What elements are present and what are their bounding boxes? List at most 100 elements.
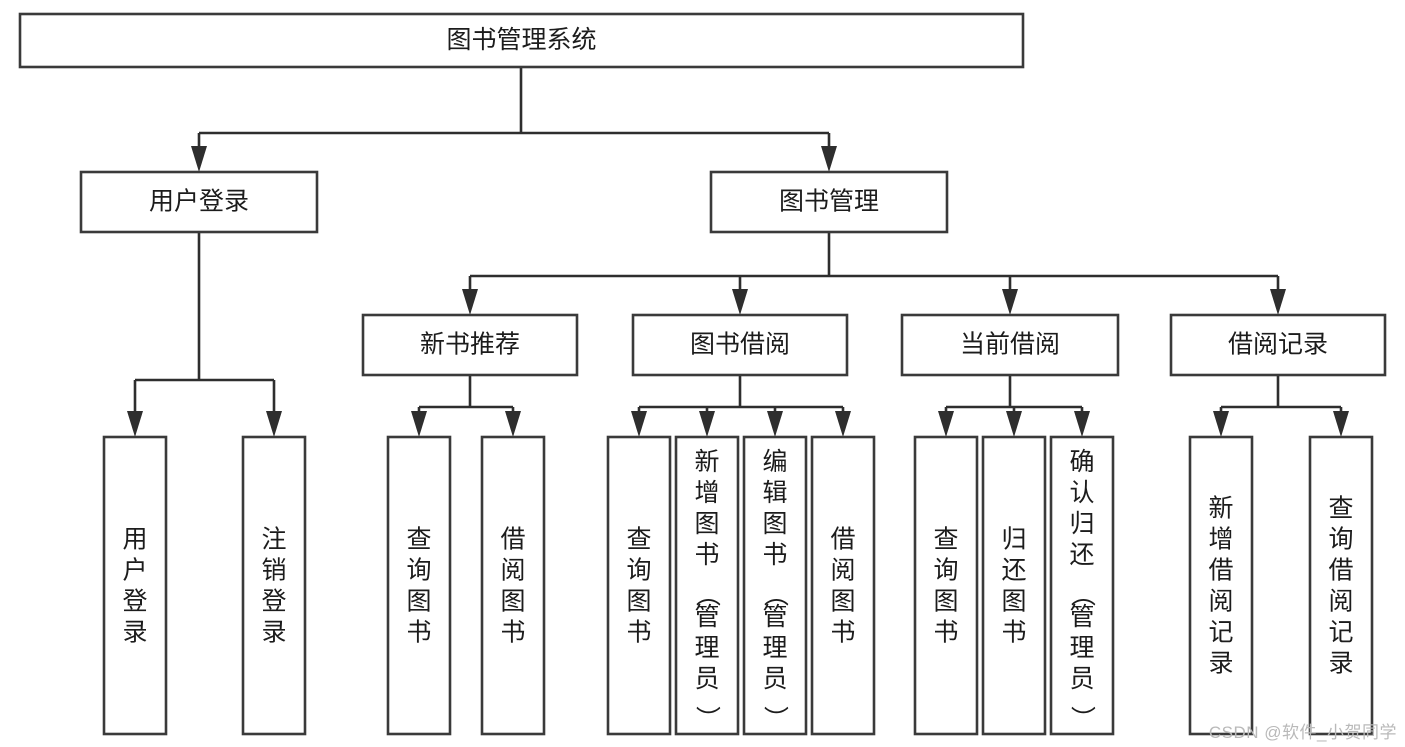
- leaf-book-borrow-group-3-label-char: 书: [830, 619, 855, 647]
- node-level3-1[interactable]: 图书借阅: [631, 313, 849, 377]
- leaf-borrow-record-group-0-label-char: 录: [1208, 650, 1233, 678]
- leaf-borrow-record-group-1-rect[interactable]: [1308, 435, 1374, 736]
- node-level3-2-rect[interactable]: [900, 313, 1120, 377]
- leaf-current-borrow-group-1-label-char: 归: [1001, 526, 1026, 554]
- leaf-book-borrow-group-3-label-char: 图: [830, 588, 855, 616]
- leaf-current-borrow-group-2-label-char: 认: [1069, 479, 1094, 507]
- node-root[interactable]: 图书管理系统: [18, 12, 1025, 69]
- leaf-new-book-group-0-label-char: 书: [406, 619, 431, 647]
- leaf-current-borrow-group-1-label-char: 书: [1001, 619, 1026, 647]
- leaf-book-borrow-group-3-label-char: 借: [830, 526, 855, 554]
- leaf-new-book-group-0-label-char: 查: [406, 526, 431, 554]
- leaf-book-borrow-group-0-rect[interactable]: [606, 435, 672, 736]
- leaf-new-book-group-1-label-char: 书: [500, 619, 525, 647]
- leaf-user-login-group-0-label-char: 用: [122, 526, 147, 554]
- node-level3-3-label: 借阅记录: [1228, 331, 1328, 359]
- leaf-user-login-group-0-label-char: 录: [122, 619, 147, 647]
- arrow-head-icon: [835, 411, 851, 437]
- arrow-head-icon: [1074, 411, 1090, 437]
- leaf-book-borrow-group-2-rect[interactable]: [742, 435, 808, 736]
- leaf-current-borrow-group-0-label-char: 询: [933, 557, 958, 585]
- leaf-user-login-group-1-rect[interactable]: [241, 435, 307, 736]
- arrow-head-icon: [767, 411, 783, 437]
- node-level3-0-rect[interactable]: [361, 313, 579, 377]
- leaf-book-borrow-group-0-label-char: 查: [626, 526, 651, 554]
- leaf-user-login-group-1-label-char: 销: [261, 557, 286, 585]
- node-level2-1[interactable]: 图书管理: [709, 170, 949, 234]
- node-level3-1-rect[interactable]: [631, 313, 849, 377]
- arrow-head-icon: [699, 411, 715, 437]
- arrow-head-icon: [1002, 289, 1018, 315]
- node-level3-0[interactable]: 新书推荐: [361, 313, 579, 377]
- leaf-book-borrow-group-3-rect[interactable]: [810, 435, 876, 736]
- leaf-borrow-record-group-1-label-char: 录: [1328, 650, 1353, 678]
- leaf-book-borrow-group-3-label-char: 阅: [830, 557, 855, 585]
- node-level3-3-rect[interactable]: [1169, 313, 1387, 377]
- leaf-current-borrow-group-2-label-char: 员: [1069, 665, 1094, 693]
- leaf-new-book-group-0-rect[interactable]: [386, 435, 452, 736]
- leaf-current-borrow-group-0-rect[interactable]: [913, 435, 979, 736]
- arrow-head-icon: [411, 411, 427, 437]
- leaf-borrow-record-group-1-label-char: 阅: [1328, 588, 1353, 616]
- node-level3-2[interactable]: 当前借阅: [900, 313, 1120, 377]
- leaf-book-borrow-group-2-label-char: 理: [762, 634, 787, 662]
- leaf-current-borrow-group-0-label-char: 图: [933, 588, 958, 616]
- arrow-head-icon: [821, 146, 837, 172]
- arrow-head-icon: [1333, 411, 1349, 437]
- leaf-new-book-group-1-rect[interactable]: [480, 435, 546, 736]
- leaf-current-borrow-group-2-label-char: 归: [1069, 510, 1094, 538]
- leaf-new-book-group-0-label-char: 询: [406, 557, 431, 585]
- leaf-user-login-group-0[interactable]: 用户登录: [102, 435, 168, 736]
- leaf-book-borrow-group-0-label-char: 图: [626, 588, 651, 616]
- leaf-borrow-record-group-0-label-char: 记: [1208, 619, 1233, 647]
- connector-layer: [127, 67, 1349, 437]
- leaf-current-borrow-group-2-label-char: 理: [1069, 634, 1094, 662]
- leaf-book-borrow-group-1-label-char: 图: [694, 510, 719, 538]
- leaf-book-borrow-group-1-label-char: 增: [694, 479, 719, 507]
- leaf-current-borrow-group-0-label-char: 查: [933, 526, 958, 554]
- node-level3-3[interactable]: 借阅记录: [1169, 313, 1387, 377]
- leaf-current-borrow-group-1-rect[interactable]: [981, 435, 1047, 736]
- node-level2-0-label: 用户登录: [149, 188, 249, 216]
- leaf-current-borrow-group-2-rect[interactable]: [1049, 435, 1115, 736]
- leaf-user-login-group-1-label-char: 登: [261, 588, 286, 616]
- node-root-label: 图书管理系统: [446, 26, 596, 54]
- leaf-current-borrow-group-1-label-char: 图: [1001, 588, 1026, 616]
- leaf-user-login-group-0-label-char: 户: [122, 557, 147, 585]
- leaf-borrow-record-group-0-rect[interactable]: [1188, 435, 1254, 736]
- leaf-current-borrow-group-0-label-char: 书: [933, 619, 958, 647]
- leaf-current-borrow-group-2-label-char: 管: [1069, 603, 1094, 631]
- leaf-book-borrow-group-0-label-char: 询: [626, 557, 651, 585]
- leaf-user-login-group-0-rect[interactable]: [102, 435, 168, 736]
- leaf-book-borrow-group-2-label-char: （: [761, 582, 789, 607]
- node-level2-0[interactable]: 用户登录: [79, 170, 319, 234]
- leaf-user-login-group-1-label-char: 注: [261, 526, 286, 554]
- leaf-book-borrow-group-2-label-char: ）: [761, 706, 789, 731]
- node-root-rect[interactable]: [18, 12, 1025, 69]
- leaf-book-borrow-group-1-label-char: 管: [694, 603, 719, 631]
- leaf-book-borrow-group-2-label-char: 管: [762, 603, 787, 631]
- leaf-current-borrow-group-2-label-char: 确: [1069, 448, 1094, 476]
- node-level2-0-rect[interactable]: [79, 170, 319, 234]
- node-level2-1-rect[interactable]: [709, 170, 949, 234]
- leaf-current-borrow-group-2-label-char: （: [1068, 582, 1096, 607]
- leaf-borrow-record-group-0-label-char: 借: [1208, 557, 1233, 585]
- leaf-book-borrow-group-1-rect[interactable]: [674, 435, 740, 736]
- leaf-borrow-record-group-1-label-char: 借: [1328, 557, 1353, 585]
- leaf-new-book-group-0-label-char: 图: [406, 588, 431, 616]
- arrow-head-icon: [732, 289, 748, 315]
- arrow-head-icon: [1006, 411, 1022, 437]
